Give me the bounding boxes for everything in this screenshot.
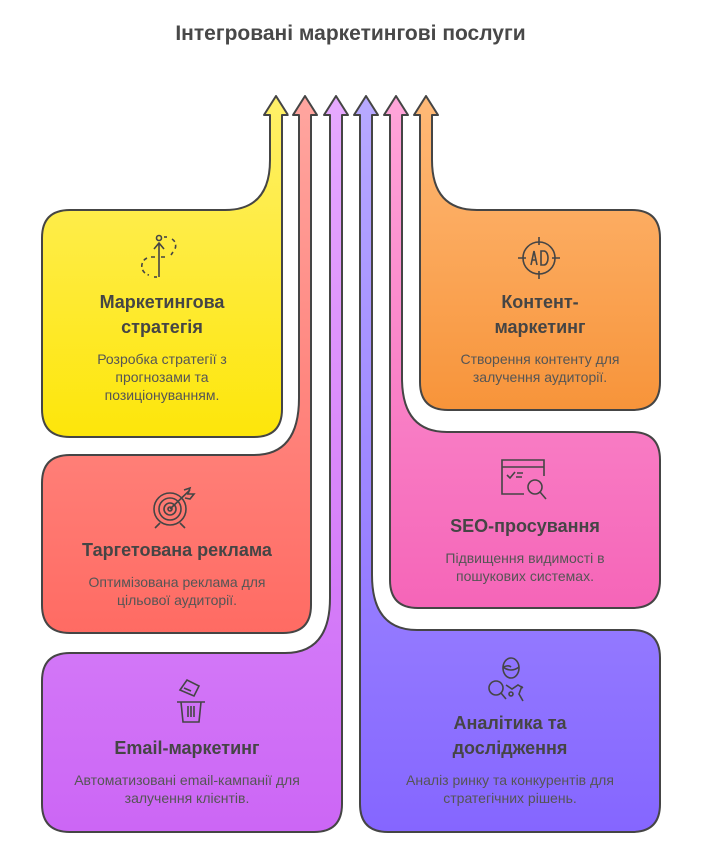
card-title: Контент-маркетинг <box>494 292 586 337</box>
shape-marketing-strategy <box>41 95 289 438</box>
shape-targeted-ads <box>41 95 318 634</box>
seo-search-icon <box>501 459 547 500</box>
card-description: Аналіз ринку та конкурентів для стратегі… <box>406 772 614 806</box>
card-content-marketing: Контент-маркетинг Створення контенту для… <box>430 290 650 386</box>
target-icon <box>153 486 196 529</box>
card-title: Email-маркетинг <box>114 738 260 758</box>
card-title: Маркетингова стратегія <box>99 292 225 337</box>
card-seo: SEO-просування Підвищення видимості в по… <box>400 514 650 585</box>
card-email-marketing: Email-маркетинг Автоматизовані email-кам… <box>52 736 322 807</box>
card-title: Таргетована реклама <box>82 540 272 560</box>
card-description: Створення контенту для залучення аудитор… <box>460 351 620 385</box>
shape-content-marketing <box>413 95 661 411</box>
card-marketing-strategy: Маркетингова стратегія Розробка стратегі… <box>52 290 272 404</box>
card-description: Підвищення видимості в пошукових система… <box>445 550 605 584</box>
email-trash-icon <box>177 678 205 723</box>
analytics-person-icon <box>488 657 524 702</box>
card-targeted-ads: Таргетована реклама Оптимізована реклама… <box>52 538 302 609</box>
shape-analytics <box>353 95 661 833</box>
card-title: Аналітика та дослідження <box>452 713 568 758</box>
card-analytics: Аналітика та дослідження Аналіз ринку та… <box>375 711 645 807</box>
card-description: Розробка стратегії з прогнозами та позиц… <box>97 351 227 403</box>
card-title: SEO-просування <box>450 516 600 536</box>
page-title: Інтегровані маркетингові послуги <box>175 22 526 45</box>
ad-target-icon <box>518 237 560 279</box>
card-description: Автоматизовані email-кампанії для залуче… <box>74 772 300 806</box>
card-description: Оптимізована реклама для цільової аудито… <box>88 574 266 608</box>
shape-seo <box>383 95 661 609</box>
strategy-arrow-icon <box>141 234 177 278</box>
